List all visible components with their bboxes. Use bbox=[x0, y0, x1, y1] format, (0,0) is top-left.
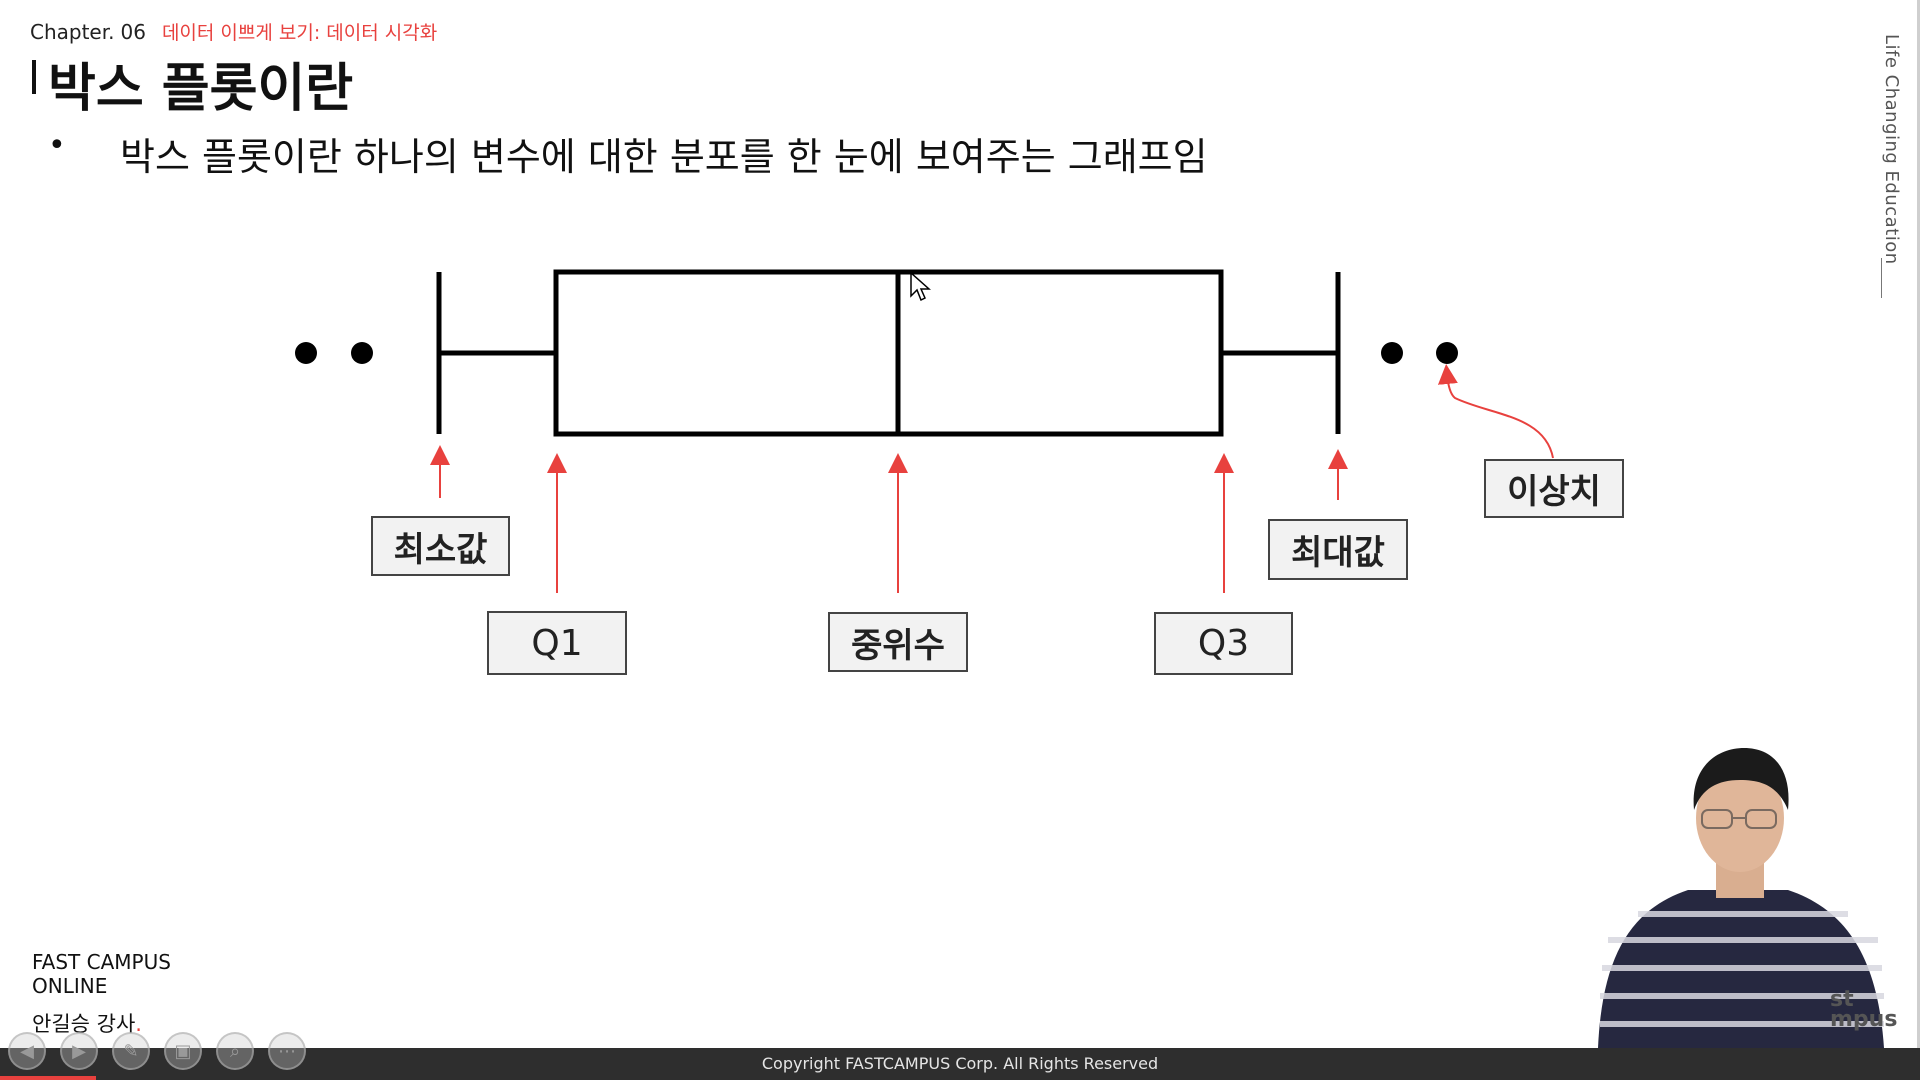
median-label-text: 중위수 bbox=[851, 625, 945, 666]
chapter-label: Chapter. bbox=[30, 20, 115, 44]
chapter-number: 06 bbox=[120, 20, 146, 44]
magnifier-icon[interactable]: ⌕ bbox=[216, 1032, 254, 1070]
outlier-dot-left-2 bbox=[351, 342, 373, 364]
outlier-dot-right-2 bbox=[1436, 342, 1458, 364]
iqr-box bbox=[553, 269, 1224, 437]
q3-label-text: Q3 bbox=[1197, 623, 1250, 664]
slide-controls: ◀ ▶ ✎ ▣ ⌕ ⋯ bbox=[8, 1032, 306, 1070]
ellipsis-icon[interactable]: ⋯ bbox=[268, 1032, 306, 1070]
max-label-text: 최대값 bbox=[1291, 533, 1385, 573]
next-slide-glyph: ▶ bbox=[72, 1040, 86, 1062]
slides-icon[interactable]: ▣ bbox=[164, 1032, 202, 1070]
outlier-label-text: 이상치 bbox=[1507, 472, 1601, 512]
chapter-header: Chapter. 06 데이터 이쁘게 보기: 데이터 시각화 bbox=[30, 18, 437, 45]
presenter-video-overlay bbox=[1598, 748, 1884, 1048]
q1-label: Q1 bbox=[487, 611, 627, 675]
outlier-label: 이상치 bbox=[1484, 459, 1624, 518]
zoom-glyph: ⌕ bbox=[229, 1040, 241, 1062]
chapter-title: 데이터 이쁘게 보기: 데이터 시각화 bbox=[161, 22, 438, 44]
outlier-dot-left-1 bbox=[295, 342, 317, 364]
min-label: 최소값 bbox=[371, 516, 510, 576]
fastcampus-logo-fragment: st mpus bbox=[1830, 987, 1898, 1032]
chevron-right-icon[interactable]: ▶ bbox=[60, 1032, 98, 1070]
pen-icon[interactable]: ✎ bbox=[112, 1032, 150, 1070]
brand-line-2: ONLINE bbox=[32, 974, 108, 998]
slide-title: 박스 플롯이란 bbox=[48, 59, 354, 119]
previous-slide-glyph: ◀ bbox=[20, 1040, 34, 1062]
min-label-text: 최소값 bbox=[393, 529, 488, 570]
max-label: 최대값 bbox=[1268, 519, 1408, 580]
outlier-dot-right-1 bbox=[1381, 342, 1403, 364]
video-progress-bar[interactable] bbox=[0, 1076, 96, 1080]
mouse-cursor-icon bbox=[910, 272, 931, 302]
side-tagline-line bbox=[1881, 258, 1882, 298]
logo-fragment-line-2: mpus bbox=[1830, 1007, 1898, 1032]
pen-tool-glyph: ✎ bbox=[123, 1040, 139, 1062]
instructor-dot: . bbox=[135, 1012, 142, 1036]
copyright-text: Copyright FASTCAMPUS Corp. All Rights Re… bbox=[761, 1054, 1159, 1073]
q1-label-text: Q1 bbox=[531, 622, 583, 664]
brand-line-1: FAST CAMPUS bbox=[32, 950, 171, 974]
title-accent-bar bbox=[32, 60, 36, 94]
median-label: 중위수 bbox=[828, 612, 968, 672]
bullet-text: 박스 플롯이란 하나의 변수에 대한 분포를 한 눈에 보여주는 그래프임 bbox=[120, 135, 1208, 179]
logo-fragment-line-1: st bbox=[1830, 987, 1854, 1012]
outlier-arrow bbox=[1437, 364, 1554, 459]
slide-side-rule bbox=[1917, 0, 1920, 1080]
side-tagline: Life Changing Education bbox=[1881, 34, 1902, 265]
chevron-left-icon[interactable]: ◀ bbox=[8, 1032, 46, 1070]
brand-block: FAST CAMPUS ONLINE bbox=[32, 950, 171, 998]
q3-label: Q3 bbox=[1154, 612, 1293, 675]
video-footer-bar: Copyright FASTCAMPUS Corp. All Rights Re… bbox=[0, 1048, 1920, 1080]
slides-view-glyph: ▣ bbox=[174, 1040, 192, 1062]
bullet-marker: • bbox=[48, 128, 66, 163]
more-options-glyph: ⋯ bbox=[278, 1040, 296, 1062]
